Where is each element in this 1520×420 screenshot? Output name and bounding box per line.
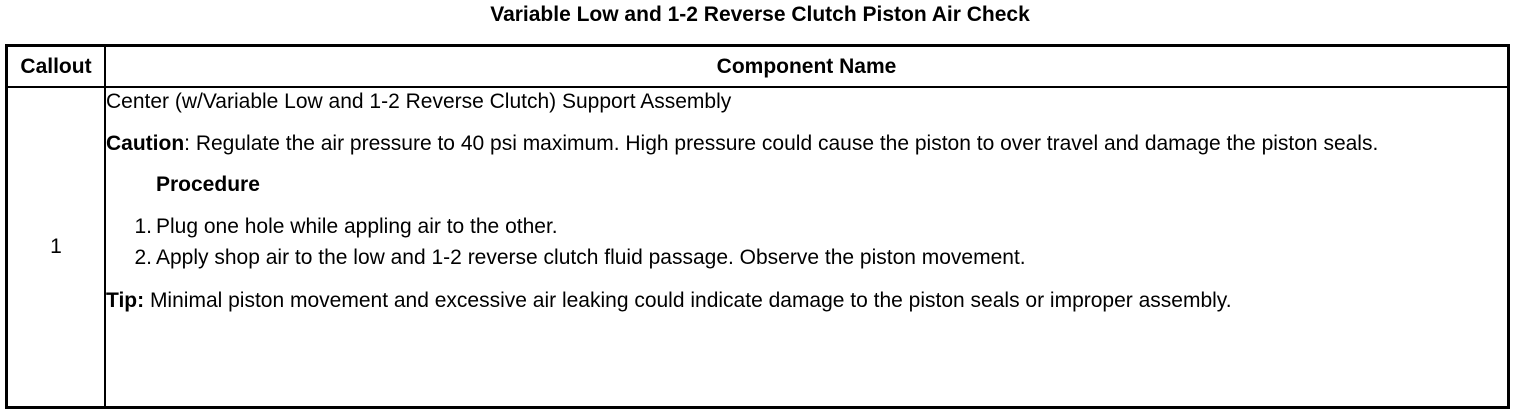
tip-text: Minimal piston movement and excessive ai… xyxy=(144,289,1232,312)
component-name: Center (w/Variable Low and 1-2 Reverse C… xyxy=(106,90,732,113)
procedure-step: 1.Plug one hole while appling air to the… xyxy=(106,211,1507,242)
component-cell: Center (w/Variable Low and 1-2 Reverse C… xyxy=(104,86,1510,409)
tip-note: Tip: Minimal piston movement and excessi… xyxy=(106,287,1507,314)
header-callout: Callout xyxy=(5,44,106,88)
header-component-name: Component Name xyxy=(104,44,1510,88)
table-header-row: Callout Component Name xyxy=(5,44,1510,88)
step-number: 2. xyxy=(134,246,152,269)
step-text: Apply shop air to the low and 1-2 revers… xyxy=(156,246,1026,269)
callout-number: 1 xyxy=(5,86,106,409)
step-number: 1. xyxy=(134,215,152,238)
caution-colon: : xyxy=(184,132,190,155)
page-title: Variable Low and 1-2 Reverse Clutch Pist… xyxy=(490,3,1030,26)
caution-label: Caution xyxy=(106,132,185,155)
procedure-step: 2.Apply shop air to the low and 1-2 reve… xyxy=(106,242,1507,273)
caution-text: Regulate the air pressure to 40 psi maxi… xyxy=(190,132,1379,155)
tip-label: Tip: xyxy=(106,289,145,312)
procedure-steps: 1.Plug one hole while appling air to the… xyxy=(106,211,1507,273)
table-row: 1 Center (w/Variable Low and 1-2 Reverse… xyxy=(5,86,1510,409)
step-text: Plug one hole while appling air to the o… xyxy=(156,215,558,238)
procedure-heading: Procedure xyxy=(156,173,260,196)
caution-note: Caution: Regulate the air pressure to 40… xyxy=(106,130,1507,157)
component-table: Callout Component Name 1 Center (w/Varia… xyxy=(5,44,1510,409)
